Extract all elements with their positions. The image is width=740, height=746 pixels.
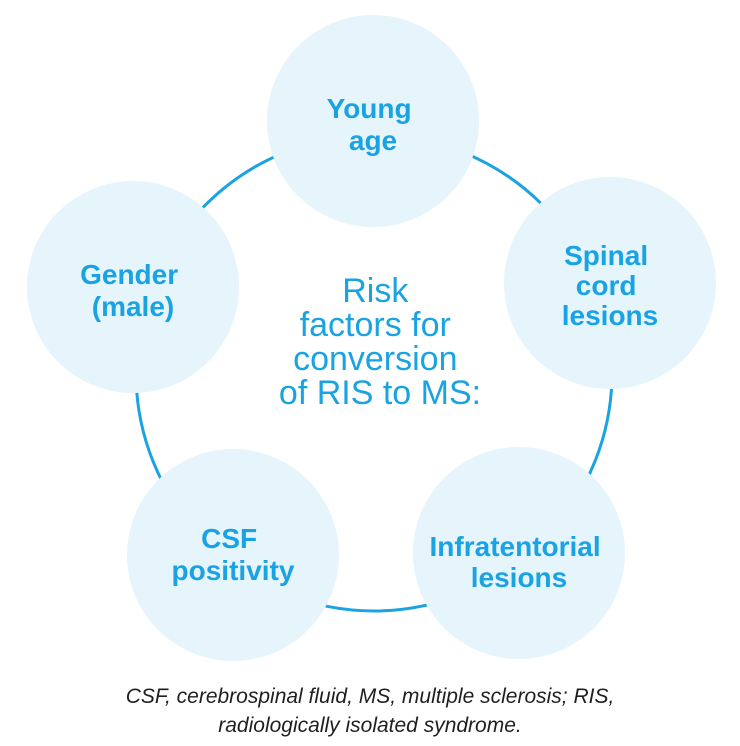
node-label: Gender (male) bbox=[80, 259, 186, 322]
node-label: Infratentorial lesions bbox=[430, 531, 609, 593]
footnote-line-1: CSF, cerebrospinal fluid, MS, multiple s… bbox=[125, 685, 615, 708]
node-label: CSF positivity bbox=[172, 523, 295, 586]
center-title: Risk factors for conversion of RIS to MS… bbox=[279, 272, 481, 412]
footnote: CSF, cerebrospinal fluid, MS, multiple s… bbox=[40, 682, 700, 740]
node-infratentorial-lesions: Infratentorial lesions bbox=[413, 447, 625, 659]
node-circle bbox=[127, 449, 339, 661]
node-young-age: Young age bbox=[267, 15, 479, 227]
node-circle bbox=[413, 447, 625, 659]
node-circle bbox=[504, 177, 716, 389]
node-circle bbox=[27, 181, 239, 393]
node-csf-positivity: CSF positivity bbox=[127, 449, 339, 661]
node-label: Young age bbox=[327, 93, 420, 156]
footnote-line-2: radiologically isolated syndrome. bbox=[218, 714, 522, 737]
node-gender-male: Gender (male) bbox=[27, 181, 239, 393]
node-spinal-cord-lesions: Spinal cord lesions bbox=[504, 177, 716, 389]
node-circle bbox=[267, 15, 479, 227]
node-label: Spinal cord lesions bbox=[562, 240, 658, 331]
